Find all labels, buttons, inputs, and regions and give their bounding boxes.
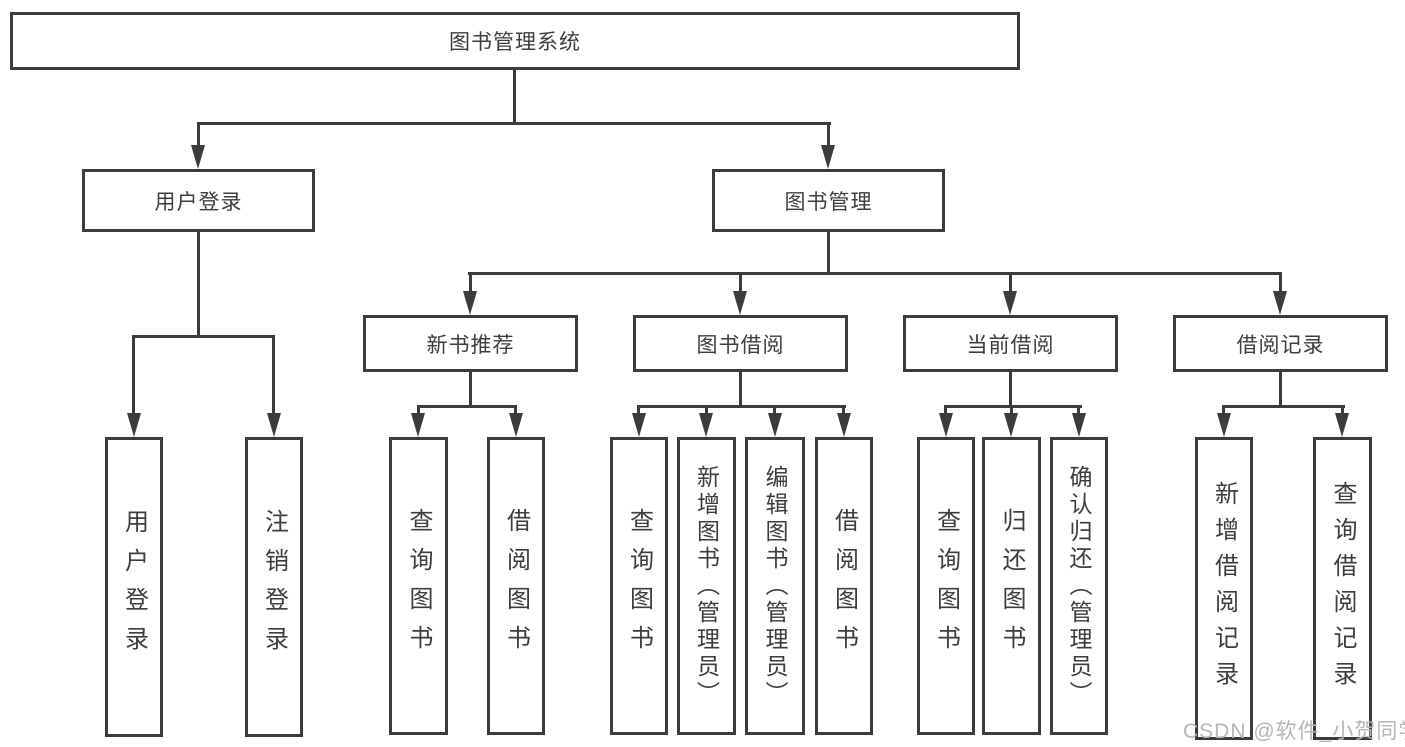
connector-line <box>1010 405 1013 415</box>
leaf-login: 用户登录 <box>105 437 163 737</box>
connector-line <box>197 232 200 338</box>
node-root: 图书管理系统 <box>10 12 1020 70</box>
connector-line <box>739 272 742 293</box>
connector-line <box>1077 405 1080 415</box>
connector-line <box>197 122 831 125</box>
leaf-newbook-query: 查询图书 <box>389 437 448 735</box>
connector-line <box>132 335 275 338</box>
connector-line <box>1009 272 1012 293</box>
node-book-management: 图书管理 <box>712 169 945 232</box>
connector-line <box>637 405 846 408</box>
connector-line <box>1222 405 1225 415</box>
leaf-borrow-borrow: 借阅图书 <box>815 437 873 735</box>
leaf-newbook-borrow: 借阅图书 <box>487 437 545 735</box>
node-borrow-records: 借阅记录 <box>1173 315 1388 372</box>
leaf-borrow-add: 新增图书（管理员） <box>677 437 736 735</box>
connector-line <box>637 405 640 415</box>
connector-line <box>842 405 845 415</box>
arrow-down-icon <box>939 413 953 437</box>
arrow-down-icon <box>509 413 523 437</box>
arrow-down-icon <box>837 413 851 437</box>
connector-line <box>469 272 472 293</box>
arrow-down-icon <box>411 413 425 437</box>
arrow-down-icon <box>463 291 477 315</box>
connector-line <box>468 272 1282 275</box>
leaf-current-query: 查询图书 <box>917 437 975 735</box>
connector-line <box>1279 372 1282 408</box>
arrow-down-icon <box>733 291 747 315</box>
arrow-down-icon <box>1273 291 1287 315</box>
leaf-records-add: 新增借阅记录 <box>1195 437 1253 740</box>
connector-line <box>944 405 1082 408</box>
leaf-borrow-edit: 编辑图书（管理员） <box>745 437 805 735</box>
arrow-down-icon <box>1072 413 1086 437</box>
arrow-down-icon <box>1335 413 1349 437</box>
node-book-borrow: 图书借阅 <box>633 315 848 372</box>
leaf-current-return: 归还图书 <box>982 437 1041 735</box>
arrow-down-icon <box>1003 291 1017 315</box>
connector-line <box>1222 405 1345 408</box>
connector-line <box>1279 272 1282 293</box>
connector-line <box>132 335 135 414</box>
node-current-borrow: 当前借阅 <box>903 315 1118 372</box>
arrow-down-icon <box>191 145 205 169</box>
leaf-logout: 注销登录 <box>245 437 303 737</box>
connector-line <box>197 122 200 147</box>
arrow-down-icon <box>127 413 141 437</box>
watermark: CSDN @软件_小贺同学 <box>1183 720 1405 743</box>
arrow-down-icon <box>821 145 835 169</box>
connector-line <box>417 405 517 408</box>
connector-line <box>827 122 830 147</box>
leaf-records-query: 查询借阅记录 <box>1313 437 1372 740</box>
connector-line <box>1341 405 1344 415</box>
connector-line <box>513 70 516 125</box>
arrow-down-icon <box>768 413 782 437</box>
leaf-current-confirm: 确认归还（管理员） <box>1050 437 1108 735</box>
connector-line <box>469 372 472 408</box>
connector-line <box>272 335 275 414</box>
arrow-down-icon <box>699 413 713 437</box>
arrow-down-icon <box>1004 413 1018 437</box>
connector-line <box>944 405 947 415</box>
connector-line <box>739 372 742 408</box>
connector-line <box>827 232 830 275</box>
connector-line <box>705 405 708 415</box>
connector-line <box>1009 372 1012 408</box>
connector-line <box>514 405 517 415</box>
arrow-down-icon <box>632 413 646 437</box>
connector-line <box>417 405 420 415</box>
leaf-borrow-query: 查询图书 <box>610 437 668 735</box>
connector-line <box>773 405 776 415</box>
node-user-login: 用户登录 <box>82 169 315 232</box>
arrow-down-icon <box>1217 413 1231 437</box>
node-new-book-recommend: 新书推荐 <box>363 315 578 372</box>
arrow-down-icon <box>267 413 281 437</box>
